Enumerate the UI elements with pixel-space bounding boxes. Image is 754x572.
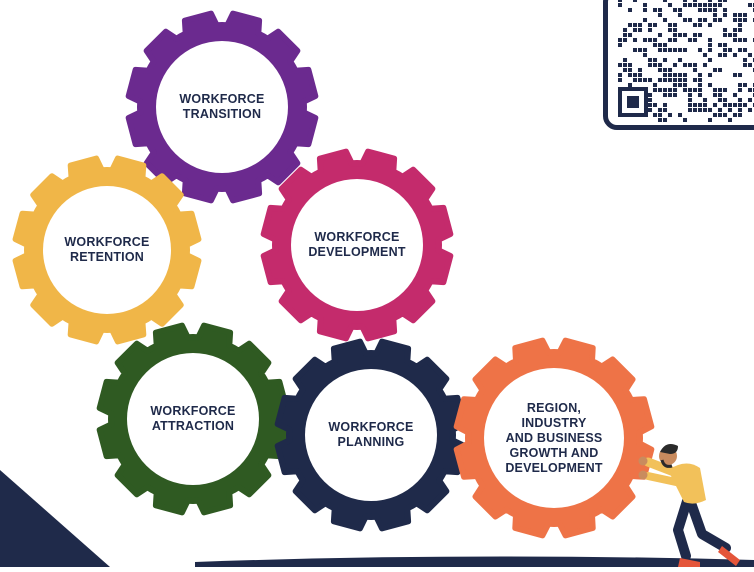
- gear-layer: [12, 10, 655, 539]
- gear-text-line: ATTRACTION: [151, 419, 235, 433]
- gear-label-retention: WORKFORCE RETENTION: [32, 218, 182, 282]
- corner-triangle: [0, 470, 110, 567]
- gear-label-planning: WORKFORCE PLANNING: [296, 403, 446, 467]
- qr-code-pattern: [618, 0, 754, 122]
- gear-label-growth: REGION, INDUSTRY AND BUSINESS GROWTH AND…: [479, 388, 629, 488]
- gear-text-line: WORKFORCE: [314, 230, 400, 244]
- gear-text-line: REGION,: [526, 400, 582, 415]
- gear-text-line: WORKFORCE: [328, 420, 414, 434]
- gear-text-line: WORKFORCE: [64, 235, 150, 249]
- person-pushing-icon: [638, 444, 740, 567]
- gear-label-transition: WORKFORCE TRANSITION: [147, 75, 297, 139]
- gear-retention: [12, 155, 202, 345]
- gear-text-line: WORKFORCE: [150, 404, 236, 418]
- gear-text-line: DEVELOPMENT: [308, 245, 406, 259]
- gear-text-line: GROWTH AND: [509, 445, 599, 460]
- ground-line: [195, 556, 754, 567]
- gear-growth-center: [484, 368, 624, 508]
- gear-label-attraction: WORKFORCE ATTRACTION: [118, 387, 268, 451]
- gear-text-line: INDUSTRY: [521, 415, 587, 430]
- gear-text-line: PLANNING: [337, 435, 405, 449]
- gear-text-line: WORKFORCE: [179, 92, 265, 106]
- gear-transition: [125, 10, 319, 204]
- gear-growth: [453, 337, 655, 539]
- qr-code-icon: [603, 0, 754, 130]
- gear-label-development: WORKFORCE DEVELOPMENT: [282, 213, 432, 277]
- gear-text-line: DEVELOPMENT: [505, 460, 603, 475]
- gear-planning: [274, 338, 468, 532]
- gear-text-line: RETENTION: [69, 250, 145, 264]
- gear-transition-center: [156, 41, 288, 173]
- gear-retention-center: [43, 186, 171, 314]
- gear-attraction: [96, 322, 290, 516]
- gear-text-line: AND BUSINESS: [505, 430, 603, 445]
- gear-development-center: [291, 179, 423, 311]
- gear-attraction-center: [127, 353, 259, 485]
- gear-text-line: TRANSITION: [182, 107, 262, 121]
- gear-development: [260, 148, 454, 342]
- gear-planning-center: [305, 369, 437, 501]
